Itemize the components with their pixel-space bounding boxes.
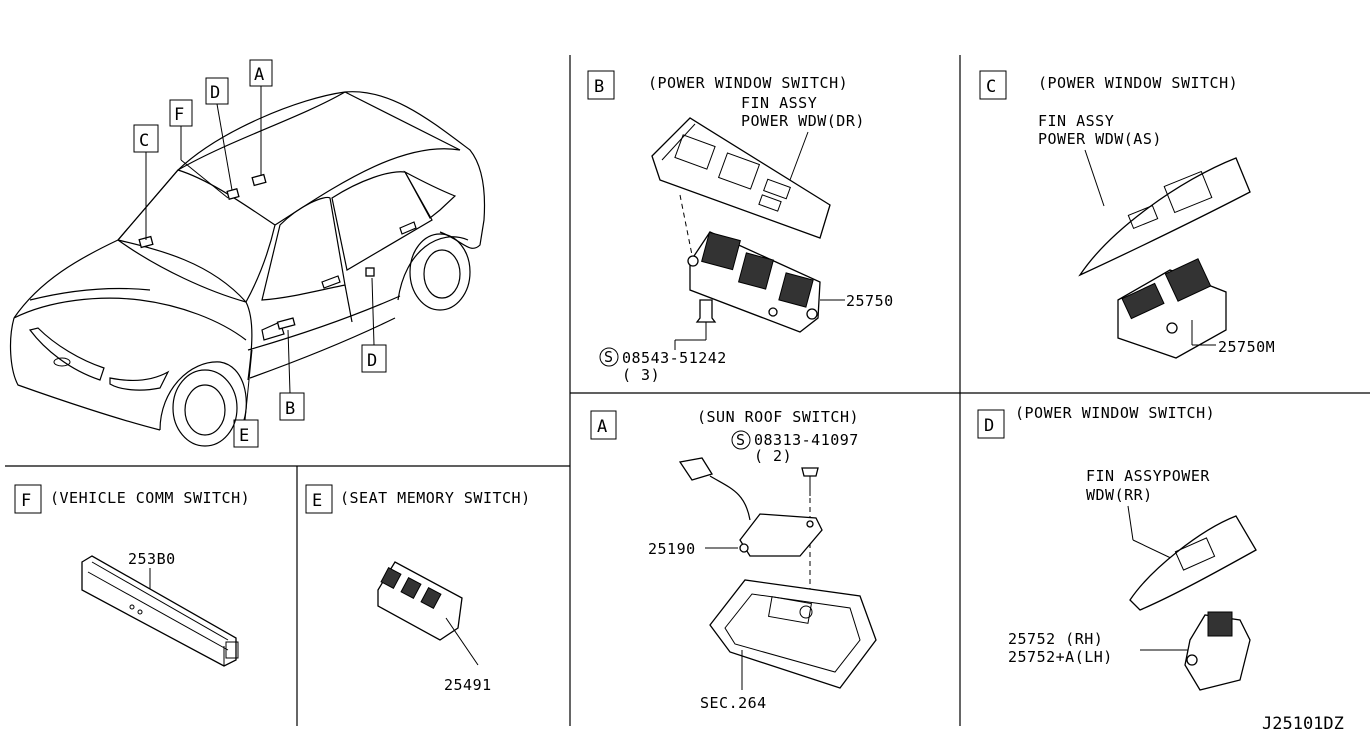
panel-c-finisher-line1: FIN ASSY — [1038, 112, 1114, 130]
panel-b-part-number: 25750 — [846, 292, 894, 310]
panel-e-part-number: 25491 — [444, 676, 492, 694]
panel-a-screw-symbol: S — [736, 431, 746, 449]
callout-b: B — [285, 399, 295, 419]
panel-d-part-line2: 25752+A(LH) — [1008, 648, 1113, 666]
panel-d-title: (POWER WINDOW SWITCH) — [1015, 404, 1215, 422]
diagram-id: J25101DZ — [1262, 714, 1344, 734]
panel-b-finisher-line2: POWER WDW(DR) — [741, 112, 865, 130]
panel-a-letter-box — [590, 410, 617, 440]
panel-a-letter: A — [597, 417, 607, 437]
callout-a: A — [254, 65, 264, 85]
panel-a-section-ref: SEC.264 — [700, 694, 767, 712]
panel-c-part-number: 25750M — [1218, 338, 1275, 356]
panel-b-screw-number: 08543-51242 — [622, 349, 727, 367]
panel-a-title: (SUN ROOF SWITCH) — [697, 408, 859, 426]
panel-a-screw-qty: ( 2) — [754, 447, 792, 465]
panel-f-letter: F — [21, 491, 31, 511]
panel-b-letter-box — [587, 70, 615, 100]
panel-a-bracket — [739, 513, 823, 557]
panel-c-letter: C — [986, 77, 996, 97]
vehicle-callouts: A D F C D B E — [133, 59, 387, 448]
panel-d-part-line1: 25752 (RH) — [1008, 630, 1103, 648]
panel-b-finisher-line1: FIN ASSY — [741, 94, 817, 112]
panel-f-letter-box — [14, 484, 42, 514]
panel-d-letter: D — [984, 416, 994, 436]
panel-dividers — [5, 55, 1370, 726]
callout-box-e — [233, 419, 259, 448]
panel-c-finisher — [1078, 157, 1251, 277]
callout-c: C — [139, 131, 149, 151]
panel-e: E (SEAT MEMORY SWITCH) 25491 — [305, 484, 531, 694]
panel-e-letter-box — [305, 484, 333, 514]
panel-c-finisher-line2: POWER WDW(AS) — [1038, 130, 1162, 148]
panel-d-finisher-line1: FIN ASSYPOWER — [1086, 467, 1210, 485]
callout-f: F — [174, 105, 184, 125]
panel-e-letter: E — [312, 491, 322, 511]
panel-a-screw-number: 08313-41097 — [754, 431, 859, 449]
panel-b-title: (POWER WINDOW SWITCH) — [648, 74, 848, 92]
panel-b-screw-qty: ( 3) — [622, 366, 660, 384]
panel-d: D (POWER WINDOW SWITCH) FIN ASSYPOWER WD… — [977, 404, 1257, 691]
panel-c-letter-box — [979, 70, 1007, 100]
panel-d-finisher — [1129, 515, 1257, 611]
panel-d-finisher-line2: WDW(RR) — [1086, 486, 1153, 504]
vehicle-illustration — [9, 91, 486, 447]
panel-a-connector — [678, 457, 714, 481]
panel-b-finisher — [651, 117, 831, 239]
panel-f-title: (VEHICLE COMM SWITCH) — [50, 489, 250, 507]
panel-b-screw-symbol: S — [604, 348, 614, 366]
panel-a: A (SUN ROOF SWITCH) S 08313-41097 ( 2) 2… — [590, 408, 877, 712]
panel-a-part-number: 25190 — [648, 540, 696, 558]
callout-d-side: D — [367, 351, 377, 371]
callout-e: E — [239, 426, 249, 446]
panel-d-letter-box — [977, 409, 1005, 439]
callout-box-b — [279, 392, 305, 421]
panel-e-switch — [377, 561, 463, 641]
panel-f: F (VEHICLE COMM SWITCH) 253B0 — [14, 484, 250, 667]
panel-b: B (POWER WINDOW SWITCH) FIN ASSY POWER W… — [587, 70, 894, 384]
callout-d-top: D — [210, 83, 220, 103]
panel-f-part-number: 253B0 — [128, 550, 176, 568]
panel-b-letter: B — [594, 77, 604, 97]
panel-c: C (POWER WINDOW SWITCH) FIN ASSY POWER W… — [979, 70, 1275, 359]
panel-a-console — [709, 579, 877, 689]
panel-c-title: (POWER WINDOW SWITCH) — [1038, 74, 1238, 92]
panel-e-title: (SEAT MEMORY SWITCH) — [340, 489, 531, 507]
